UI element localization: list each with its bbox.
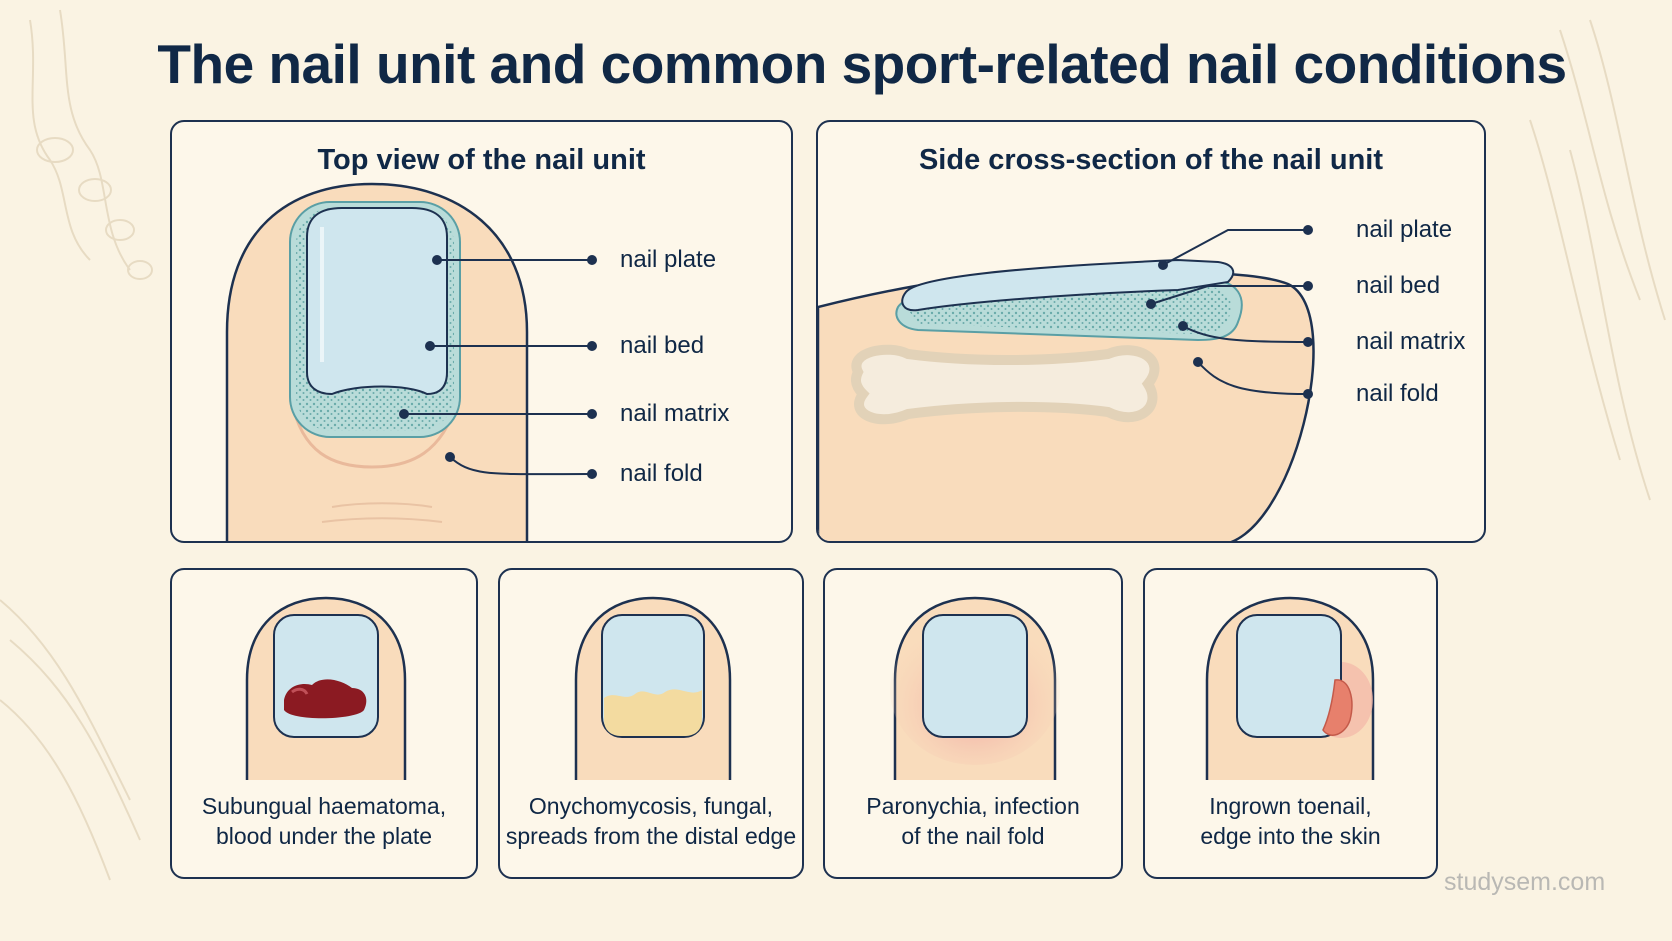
side-view-illustration [818,225,1315,541]
watermark: studysem.com [1444,868,1606,896]
side-label-nail-fold: nail fold [1356,380,1439,407]
haematoma-caption: Subungual haematoma, blood under the pla… [201,793,447,849]
side-view-title: Side cross-section of the nail unit [918,144,1384,176]
onychomycosis-caption: Onychomycosis, fungal, spreads from the … [505,793,797,849]
top-label-nail-plate: nail plate [620,246,717,273]
onychomycosis-illustration [574,596,732,780]
paronychia-caption: Paronychia, infection of the nail fold [866,793,1080,849]
page-title: The nail unit and common sport-related n… [157,33,1567,95]
fungal-area [604,689,702,736]
top-view-panel: Top view of the nail unit [170,120,793,543]
side-label-nail-matrix: nail matrix [1356,328,1466,355]
side-view-panel: Side cross-section of the nail unit [816,120,1486,543]
condition-card-ingrown: Ingrown toenail, edge into the skin [1143,568,1438,879]
nail-plate-shape [306,207,448,396]
paronychia-illustration [890,596,1060,780]
top-label-nail-bed: nail bed [620,332,705,359]
bone-shape [850,344,1160,425]
top-label-nail-matrix: nail matrix [620,400,730,427]
side-label-nail-bed: nail bed [1356,272,1441,299]
condition-card-onychomycosis: Onychomycosis, fungal, spreads from the … [498,568,804,879]
condition-card-paronychia: Paronychia, infection of the nail fold [823,568,1123,879]
nail-plate-side [901,258,1235,312]
ingrown-caption: Ingrown toenail, edge into the skin [1200,793,1381,849]
condition-card-haematoma: Subungual haematoma, blood under the pla… [170,568,478,879]
side-label-nail-plate: nail plate [1356,216,1453,243]
ingrown-edge [1322,679,1353,736]
top-view-illustration [225,182,597,541]
haematoma-illustration [245,596,407,780]
ingrown-illustration [1205,596,1375,780]
top-view-title: Top view of the nail unit [317,144,646,176]
top-label-nail-fold: nail fold [620,460,703,487]
